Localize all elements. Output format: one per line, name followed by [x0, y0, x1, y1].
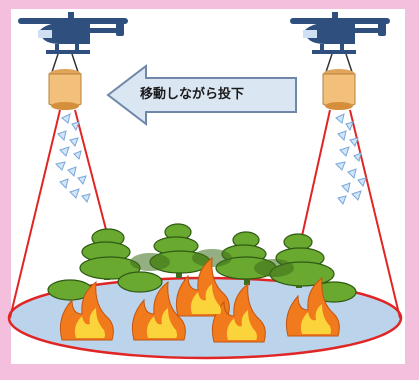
bucket-right-icon	[323, 54, 355, 110]
water-drops-left-icon	[56, 114, 90, 202]
bucket-left-icon	[49, 54, 81, 110]
helicopter-left-icon	[18, 12, 128, 54]
arrow-label: 移動しながら投下	[140, 84, 290, 106]
helicopter-right-icon	[290, 12, 390, 54]
